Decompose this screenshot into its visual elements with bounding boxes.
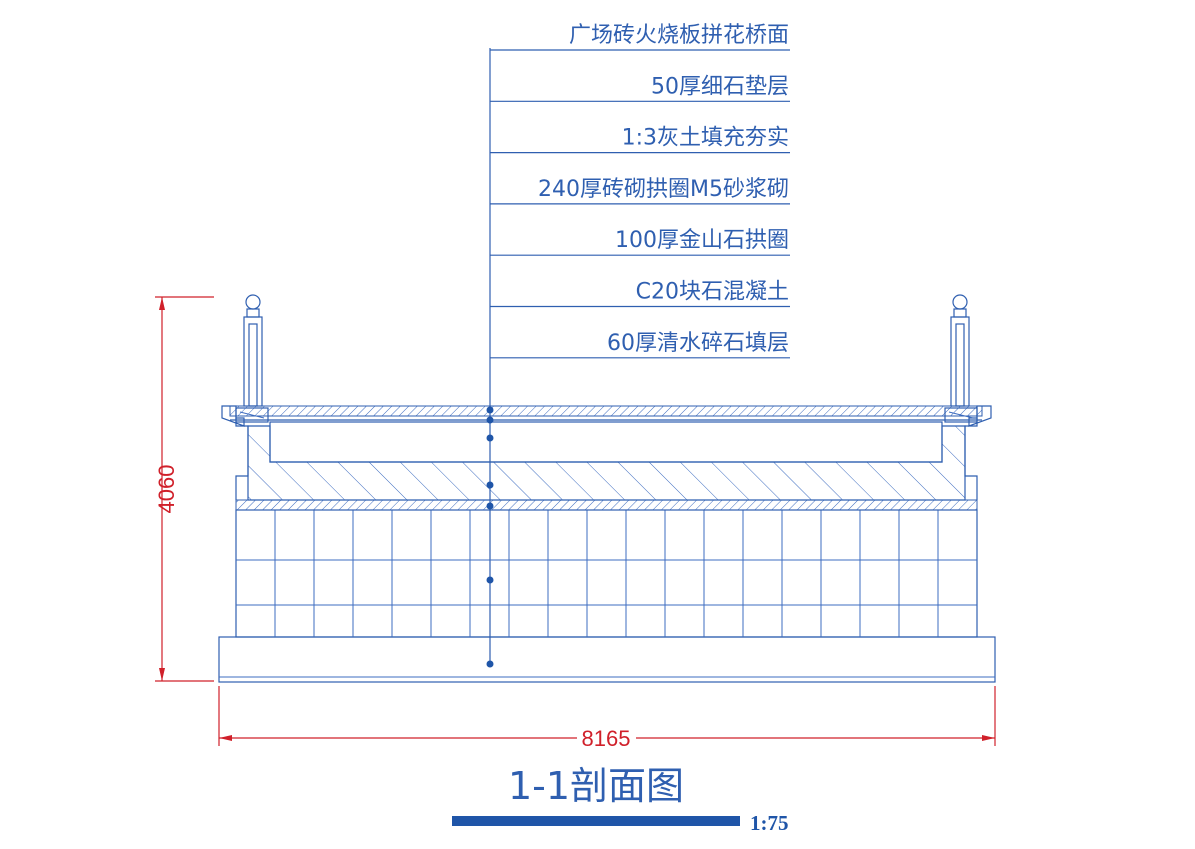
scale-bar	[452, 816, 740, 826]
width-dimension-label: 8165	[582, 726, 631, 751]
left-curb	[221, 405, 245, 427]
layer-label: C20块石混凝土	[636, 280, 789, 305]
layer-callouts: 广场砖火烧板拼花桥面 50厚细石垫层 1:3灰土填充夯实 240厚砖砌拱圈M5砂浆砌 1…	[489, 23, 790, 665]
right-railing-post	[950, 294, 970, 407]
drawing-title: 1-1剖面图	[508, 764, 684, 808]
stone-block-masonry	[235, 509, 978, 638]
right-curb	[968, 405, 992, 427]
arch-ring-hatch	[247, 425, 966, 501]
left-railing-post	[243, 294, 263, 407]
left-side-wall	[235, 418, 249, 500]
width-dimension: 8165	[218, 686, 996, 751]
layer-label: 100厚金山石拱圈	[615, 228, 789, 253]
bridge-section	[218, 294, 996, 683]
layer-label: 240厚砖砌拱圈M5砂浆砌	[538, 177, 789, 202]
left-curb-block	[235, 407, 269, 423]
gravel-layer	[235, 499, 978, 511]
height-dimension: 4060	[154, 296, 214, 682]
right-side-wall	[964, 418, 978, 500]
scale-label: 1:75	[750, 811, 789, 835]
fill-layer	[269, 421, 943, 463]
deck-paving	[229, 405, 983, 417]
foundation-slab	[218, 636, 996, 683]
layer-label: 1:3灰土填充夯实	[622, 126, 789, 151]
leader-dots	[486, 406, 494, 668]
right-curb-block	[944, 407, 978, 423]
layer-label: 广场砖火烧板拼花桥面	[569, 23, 789, 48]
height-dimension-label: 4060	[154, 465, 179, 514]
layer-label: 60厚清水碎石填层	[607, 331, 789, 356]
layer-label: 50厚细石垫层	[651, 74, 789, 99]
